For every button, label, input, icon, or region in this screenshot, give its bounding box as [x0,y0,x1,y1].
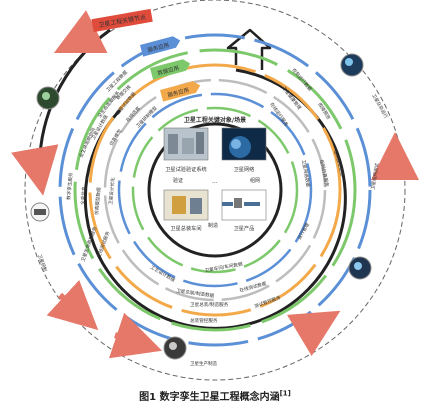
svg-text:卫星设计优化: 卫星设计优化 [107,177,116,205]
svg-text:在轨运行数据: 在轨运行数据 [290,67,313,93]
phase-manufacture: 卫星生产制造 [163,336,217,367]
ring-green-outer [73,48,357,332]
svg-text:卫星总装/制造服务: 卫星总装/制造服务 [190,301,229,308]
inner-black-ring [147,122,283,258]
svg-text:总装管控服务: 总装管控服务 [190,317,218,324]
core-item-network: 卫星网络 [221,127,267,173]
ring-gray [103,78,327,302]
svg-text:仿真模型数据: 仿真模型数据 [93,187,102,215]
core-link-more: ... [212,178,218,185]
core-link-manufacture: 制造 [208,222,218,229]
core-item-product: 卫星产品 [221,189,267,232]
svg-text:卫星在轨运行: 卫星在轨运行 [370,93,390,120]
svg-text:卫星网络: 卫星网络 [234,165,255,173]
key-node-tag [91,8,153,33]
core-link-network: 组网 [250,177,260,184]
svg-text:卫星总装车间: 卫星总装车间 [170,224,201,232]
phase-network-test: 卫星组网测试 [348,162,381,280]
svg-text:卫星组网测试: 卫星组网测试 [369,162,381,190]
core-title: 卫星工程关键对象/场景 [184,116,246,124]
red-arrow-2 [46,280,99,331]
red-arrow-3 [108,312,163,359]
core-item-assembly-workshop: 卫星总装车间 [163,189,209,232]
svg-text:卫星研制: 卫星研制 [36,253,49,273]
svg-text:组网仿真服务: 组网仿真服务 [318,159,331,188]
red-arrow-1 [11,144,59,196]
ring-blue-inner [117,92,313,288]
arrow-tag-2: 数据应用 [150,59,191,80]
svg-text:全息信息: 全息信息 [79,186,88,205]
arrow-tag-3: 服务应用 [160,81,201,102]
core-link-verify: 验证 [173,177,183,184]
ring-green-inner [131,106,299,274]
svg-text:卫星产品: 卫星产品 [234,224,255,232]
svg-text:在线测试数据: 在线测试数据 [239,280,268,294]
arrow-tag-1: 服务应用 [140,36,181,57]
ring-blue-outer [58,33,372,347]
svg-text:卫星生产制造: 卫星生产制造 [190,360,217,367]
red-arrow-6 [53,10,108,54]
figure-caption: 图1 数字孪生卫星工程概念内涵[1] [139,389,291,403]
svg-text:卫星试验验证系统: 卫星试验验证系统 [165,165,207,173]
svg-text:组网测试数据: 组网测试数据 [332,149,346,178]
core-item-test-system: 卫星试验验证系统 [163,127,209,173]
svg-text:数字孪生服务: 数字孪生服务 [65,172,74,200]
phase-satellite-icon [30,202,50,222]
ring-orange [88,63,342,317]
svg-text:在线仿真: 在线仿真 [124,105,142,124]
svg-text:卫星网络数据: 卫星网络数据 [300,159,312,188]
svg-text:测试管控服务: 测试管控服务 [253,294,282,310]
svg-text:运行管理: 运行管理 [296,221,311,241]
red-arrow-4 [286,310,341,357]
